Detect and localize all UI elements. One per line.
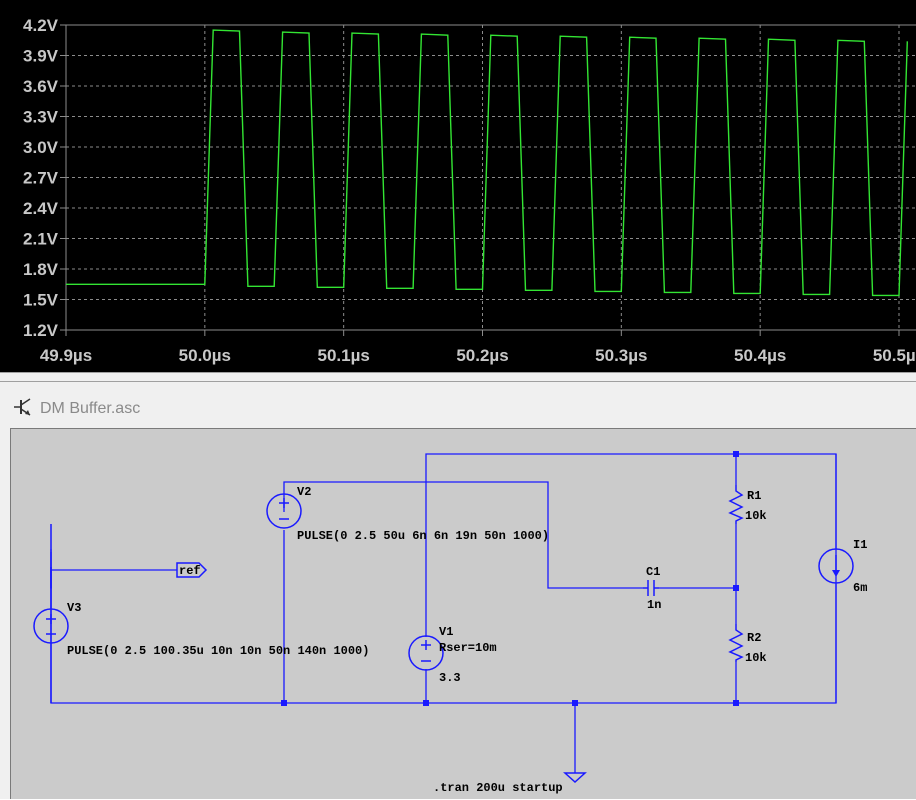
schematic-window[interactable]: DM Buffer.asc: [0, 382, 916, 799]
i1-current-source[interactable]: [818, 548, 854, 584]
c1-value-label: 1n: [647, 598, 661, 612]
schematic-title: DM Buffer.asc: [40, 400, 141, 417]
x-tick-label: 50.4µs: [734, 346, 786, 365]
wires: [50, 453, 837, 773]
y-tick-label: 2.4V: [23, 199, 59, 218]
junctions: [281, 451, 739, 706]
waveform-plot[interactable]: 4.2V 3.9V 3.6V 3.3V 3.0V 2.7V 2.4V 2.1V 1.8V 1.5V…: [0, 0, 916, 372]
i1-name-label: I1: [853, 538, 867, 552]
pane-splitter[interactable]: [0, 372, 916, 382]
tran-directive[interactable]: .tran 200u startup: [433, 781, 563, 795]
v1-rser-label: Rser=10m: [439, 641, 497, 655]
x-axis-labels: 49.9µs 50.0µs 50.1µs 50.2µs 50.3µs 50.4µs 50.5…: [40, 346, 916, 365]
plot-grid: [60, 24, 916, 336]
x-tick-label: 50.2µs: [456, 346, 508, 365]
y-tick-label: 3.3V: [23, 108, 59, 127]
transistor-icon: [14, 398, 31, 416]
r2-name-label: R2: [747, 631, 761, 645]
schematic-drawing[interactable]: ref V3 PULSE(0 2.5 100.35u 10n 10n 50n 1…: [11, 429, 916, 800]
v3-source[interactable]: [33, 608, 69, 644]
r1-resistor[interactable]: [728, 485, 744, 524]
v2-name-label: V2: [297, 485, 311, 499]
v1-value-label: 3.3: [439, 671, 461, 685]
x-tick-label: 50.0µs: [179, 346, 231, 365]
voltage-trace: [66, 29, 908, 297]
y-tick-label: 3.6V: [23, 77, 59, 96]
v1-source[interactable]: [408, 635, 444, 671]
x-tick-label: 50.3µs: [595, 346, 647, 365]
v3-value-label: PULSE(0 2.5 100.35u 10n 10n 50n 140n 100…: [67, 644, 369, 658]
svg-text:ref: ref: [179, 564, 201, 578]
v1-name-label: V1: [439, 625, 453, 639]
y-tick-label: 1.2V: [23, 321, 59, 340]
y-tick-label: 2.1V: [23, 230, 59, 249]
i1-value-label: 6m: [853, 581, 867, 595]
y-tick-label: 2.7V: [23, 169, 59, 188]
x-tick-label: 50.1µs: [317, 346, 369, 365]
v2-source[interactable]: [266, 493, 302, 529]
y-tick-label: 1.5V: [23, 291, 59, 310]
r2-resistor[interactable]: [728, 624, 744, 662]
y-tick-label: 1.8V: [23, 260, 59, 279]
c1-name-label: C1: [646, 565, 660, 579]
ref-net-label[interactable]: ref: [176, 562, 208, 578]
y-tick-label: 3.0V: [23, 138, 59, 157]
x-tick-label: 49.9µs: [40, 346, 92, 365]
x-tick-label: 50.5µs: [873, 346, 916, 365]
y-axis-labels: 4.2V 3.9V 3.6V 3.3V 3.0V 2.7V 2.4V 2.1V 1.8V 1.5V…: [23, 16, 59, 340]
trace-layer: [66, 29, 908, 297]
c1-capacitor[interactable]: [643, 580, 659, 596]
schematic-title-bar[interactable]: DM Buffer.asc: [0, 382, 916, 424]
r1-name-label: R1: [747, 489, 761, 503]
ground-symbol[interactable]: [563, 772, 587, 784]
schematic-canvas[interactable]: ref V3 PULSE(0 2.5 100.35u 10n 10n 50n 1…: [10, 428, 916, 799]
waveform-plot-pane[interactable]: 4.2V 3.9V 3.6V 3.3V 3.0V 2.7V 2.4V 2.1V 1.8V 1.5V…: [0, 0, 916, 372]
v2-value-label: PULSE(0 2.5 50u 6n 6n 19n 50n 1000): [297, 529, 549, 543]
v3-name-label: V3: [67, 601, 81, 615]
r1-value-label: 10k: [745, 509, 767, 523]
y-tick-label: 4.2V: [23, 16, 59, 35]
y-tick-label: 3.9V: [23, 47, 59, 66]
r2-value-label: 10k: [745, 651, 767, 665]
